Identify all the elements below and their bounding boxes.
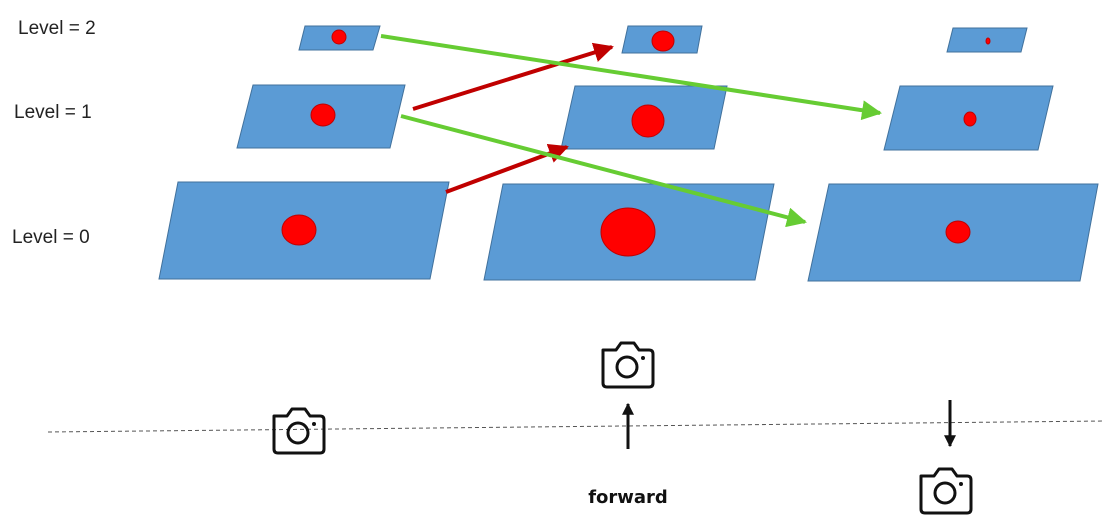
- level-1-label: Level = 1: [14, 102, 92, 123]
- dot-left-level2: [331, 29, 347, 45]
- level-2-label: Level = 2: [18, 18, 96, 39]
- camera-icon: [919, 467, 973, 515]
- camera-icon: [272, 407, 326, 455]
- green-arrow-level1-to-level0: [400, 114, 807, 228]
- dashed-baseline: [47, 420, 1105, 433]
- dot-right-level2: [985, 37, 991, 45]
- dot-left-level1: [310, 103, 336, 127]
- red-arrow-level1-to-level2: [412, 42, 614, 111]
- dot-middle-level0: [600, 207, 656, 257]
- camera-icon: [601, 341, 655, 389]
- dot-right-level1: [963, 111, 977, 127]
- dot-middle-level2: [651, 30, 675, 52]
- forward-label: forward: [588, 487, 668, 508]
- dot-middle-level1: [631, 104, 665, 138]
- pyramid-right: [807, 27, 1099, 282]
- green-arrow-level2-to-level1: [380, 34, 882, 121]
- pyramid-left: [158, 25, 450, 280]
- dot-right-level0: [945, 220, 971, 244]
- pyramid-middle: [483, 25, 775, 281]
- dot-left-level0: [281, 214, 317, 246]
- level-0-label: Level = 0: [12, 227, 90, 248]
